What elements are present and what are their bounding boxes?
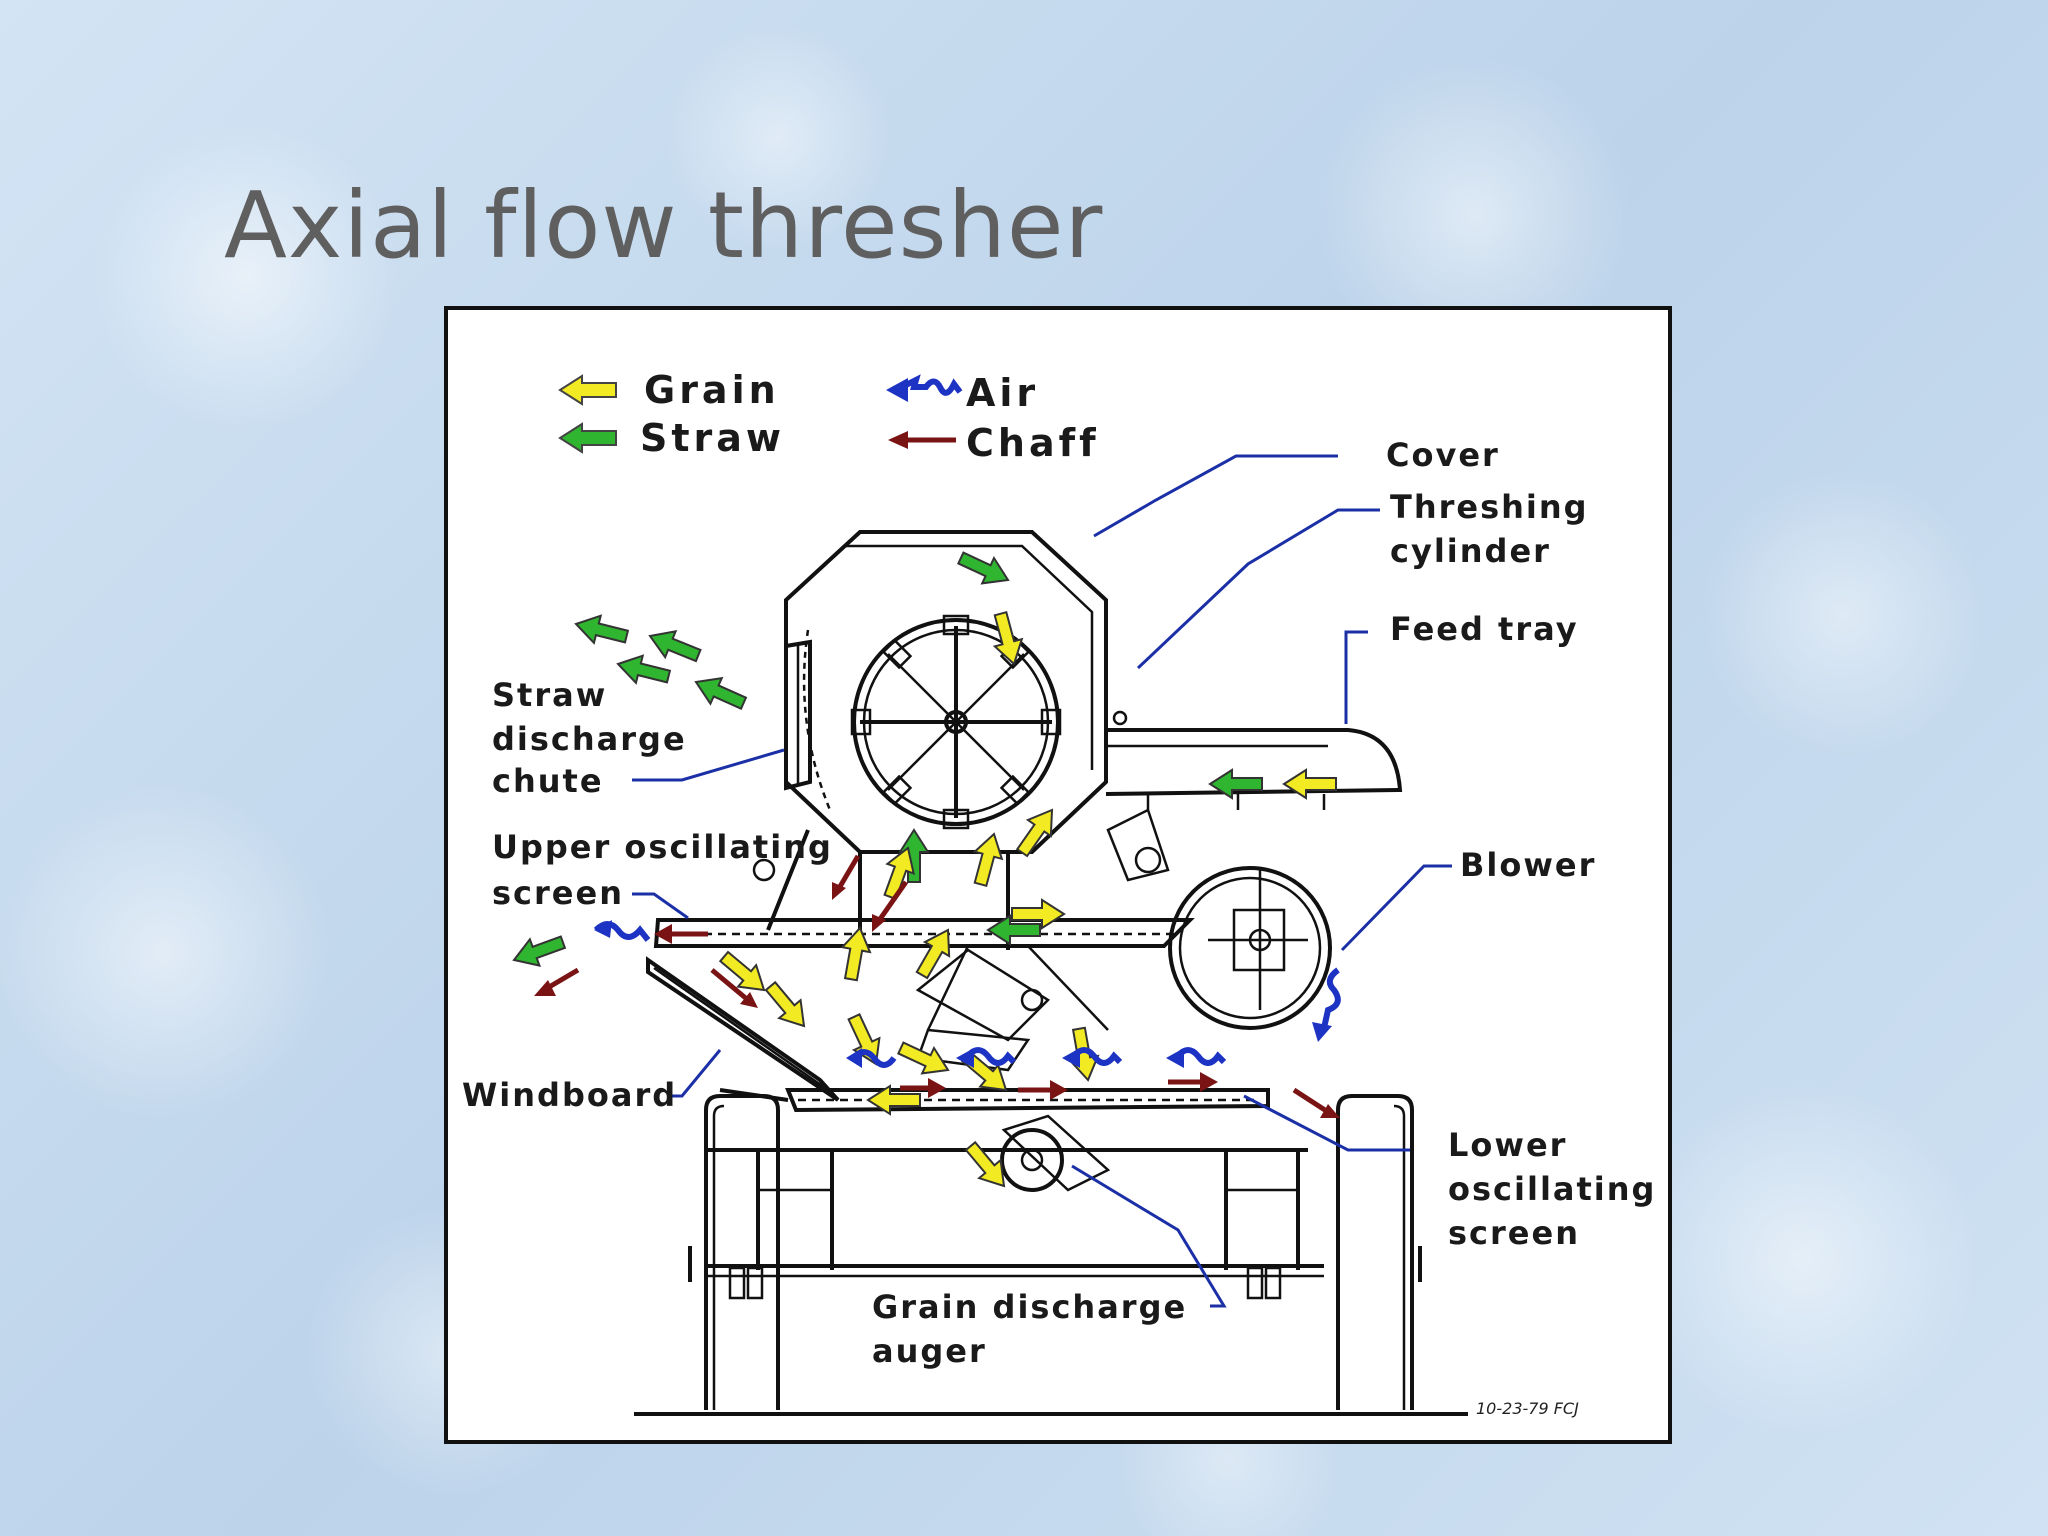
label-lower-3: screen <box>1448 1214 1580 1252</box>
thresher-diagram: Grain Straw Air Chaff <box>444 306 1672 1444</box>
label-straw-3: chute <box>492 762 604 800</box>
label-feed-tray: Feed tray <box>1390 610 1579 648</box>
air-flow-arrows <box>593 920 1341 1068</box>
legend-chaff-arrow <box>888 431 956 449</box>
chassis <box>704 1148 1324 1300</box>
left-wheel <box>704 1094 780 1410</box>
label-windboard: Windboard <box>462 1076 677 1114</box>
legend-air-label: Air <box>966 371 1039 415</box>
label-lower-1: Lower <box>1448 1126 1567 1164</box>
legend-chaff-label: Chaff <box>966 421 1100 465</box>
label-threshing-2: cylinder <box>1390 532 1551 570</box>
label-straw-2: discharge <box>492 720 687 758</box>
legend-grain-label: Grain <box>644 368 780 412</box>
legend-grain-arrow <box>558 374 617 406</box>
artist-signature: 10-23-79 FCJ <box>1476 1399 1579 1418</box>
straw-discharge-chute <box>784 639 812 791</box>
label-upper-1: Upper oscillating <box>492 828 833 866</box>
label-straw-1: Straw <box>492 676 607 714</box>
legend-air-arrow <box>886 374 963 402</box>
blower <box>1168 866 1332 1030</box>
legend-straw-label: Straw <box>640 416 785 460</box>
windboard <box>646 956 840 1102</box>
feed-tray <box>1105 710 1403 810</box>
label-upper-2: screen <box>492 874 624 912</box>
threshing-cylinder <box>802 614 1062 830</box>
label-auger-2: auger <box>872 1332 987 1370</box>
slide-title: Axial flow thresher <box>224 172 1104 279</box>
chaff-flow-arrows <box>534 854 1340 1118</box>
diagram-canvas: Grain Straw Air Chaff <box>462 368 1656 1418</box>
label-lower-2: oscillating <box>1448 1170 1656 1208</box>
right-wheel <box>1336 1094 1414 1410</box>
leader-lines <box>632 454 1452 1308</box>
lower-oscillating-screen <box>719 1088 1270 1113</box>
label-blower: Blower <box>1460 846 1596 884</box>
legend-straw-arrow <box>558 422 617 454</box>
label-auger-1: Grain discharge <box>872 1288 1187 1326</box>
label-cover: Cover <box>1386 436 1500 474</box>
component-labels: Cover Threshing cylinder Feed tray Straw… <box>462 436 1656 1418</box>
label-threshing-1: Threshing <box>1390 488 1589 526</box>
legend: Grain Straw Air Chaff <box>558 368 1100 465</box>
